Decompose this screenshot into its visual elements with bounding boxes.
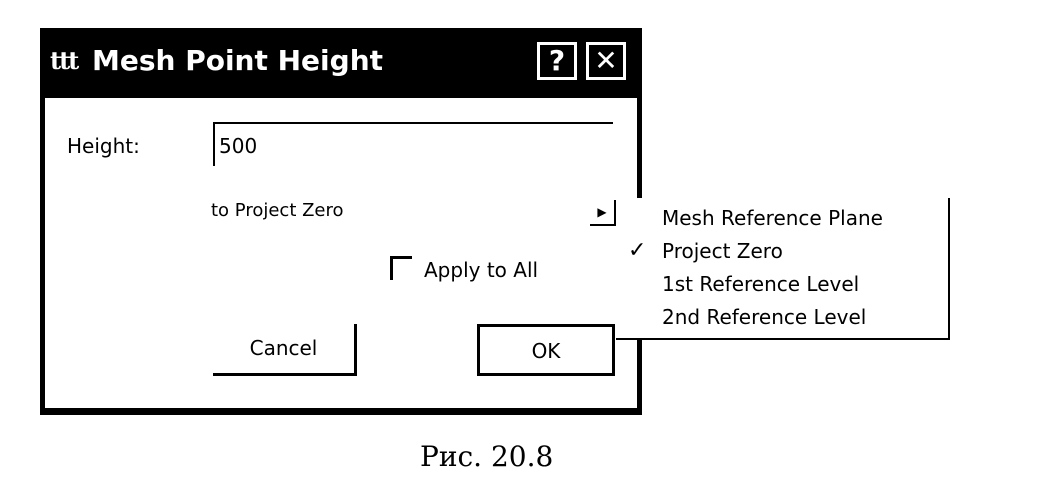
title-bar: ttt Mesh Point Height ? ✕ — [40, 28, 642, 98]
mesh-point-height-dialog: ttt Mesh Point Height ? ✕ Height: 500 to… — [40, 28, 642, 415]
cancel-button[interactable]: Cancel — [213, 324, 357, 376]
app-icon: ttt — [50, 46, 79, 75]
figure-caption: Рис. 20.8 — [420, 440, 554, 473]
help-button[interactable]: ? — [537, 42, 577, 80]
chevron-right-icon: ▶ — [597, 205, 607, 219]
reference-menu: ✓ Mesh Reference Plane Project Zero 1st … — [616, 198, 950, 340]
dialog-title: Mesh Point Height — [92, 44, 384, 77]
height-input[interactable]: 500 — [213, 122, 613, 166]
menu-item-project-zero[interactable]: Project Zero — [662, 239, 783, 263]
reference-label: to Project Zero — [211, 200, 344, 221]
menu-item-1st-reference-level[interactable]: 1st Reference Level — [662, 272, 860, 296]
height-label: Height: — [67, 134, 140, 158]
check-icon: ✓ — [628, 238, 647, 263]
reference-dropdown-button[interactable]: ▶ — [590, 200, 616, 226]
apply-to-all-checkbox[interactable] — [390, 256, 412, 280]
menu-item-mesh-reference-plane[interactable]: Mesh Reference Plane — [662, 206, 883, 230]
ok-button[interactable]: OK — [477, 324, 615, 376]
apply-to-all-label: Apply to All — [424, 258, 539, 282]
dialog-body: Height: 500 to Project Zero ▶ Apply to A… — [45, 98, 637, 408]
close-button[interactable]: ✕ — [586, 42, 626, 80]
menu-item-2nd-reference-level[interactable]: 2nd Reference Level — [662, 305, 867, 329]
